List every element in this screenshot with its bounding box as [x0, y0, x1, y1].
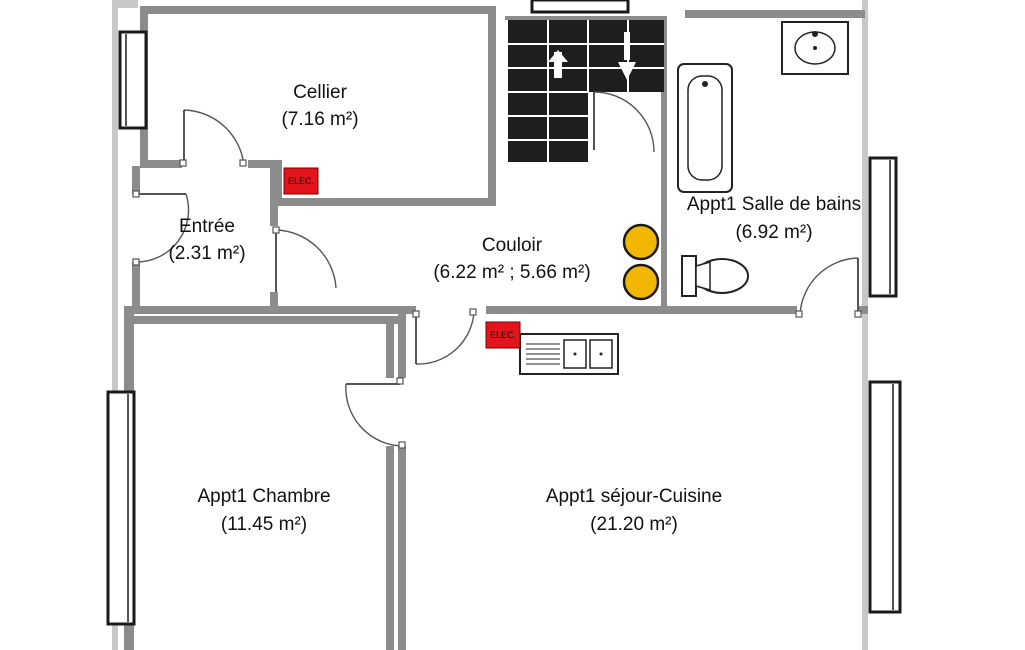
exterior-wall-left: [112, 0, 118, 650]
elec-panel-label: ELEC.: [490, 330, 516, 340]
room-name-sejour-cuisine: Appt1 séjour-Cuisine: [546, 486, 722, 507]
room-area-cellier: (7.16 m²): [281, 109, 358, 130]
wall-entree-right-lower: [270, 292, 278, 308]
wall-bath-bottom: [667, 306, 797, 314]
wall-chambre-right-lower: [386, 446, 394, 650]
room-area-sejour-cuisine: (21.20 m²): [590, 514, 678, 535]
door-entree-couloir[interactable]: [272, 226, 337, 292]
window-bathroom: [868, 156, 898, 298]
room-area-couloir: (6.22 m² ; 5.66 m²): [433, 262, 590, 283]
wall-top-cellier: [140, 6, 492, 14]
window-sejour: [868, 380, 902, 614]
stair-door[interactable]: [593, 91, 655, 153]
wall-cellier-bottom-left: [140, 160, 182, 168]
room-name-entree: Entrée: [179, 216, 235, 237]
wall-stair-right: [661, 16, 667, 314]
wall-bath-top: [685, 10, 865, 18]
wall-cellier-right: [488, 6, 496, 206]
room-area-salle-de-bains: (6.92 m²): [735, 222, 812, 243]
toilet-icon: [681, 255, 749, 297]
water-tank-1: [622, 223, 660, 261]
sink-icon: [781, 21, 849, 75]
wall-cellier-bottom: [278, 198, 496, 206]
room-area-entree: (2.31 m²): [168, 243, 245, 264]
exterior-wall-right: [862, 0, 868, 650]
room-name-salle-de-bains: Appt1 Salle de bains: [687, 194, 861, 215]
wall-bath-bottom-right: [858, 306, 868, 314]
room-name-chambre: Appt1 Chambre: [197, 486, 330, 507]
kitchen-sink-icon: [519, 333, 619, 375]
water-tank-2: [622, 263, 660, 301]
wall-entree-left-lower: [132, 262, 140, 308]
wall-couloir-bottom-right: [486, 306, 667, 314]
exterior-wall-top-left: [118, 0, 138, 8]
wall-sejour-left-upper: [398, 312, 406, 378]
door-chambre[interactable]: [345, 377, 406, 449]
elec-panel-cellier: ELEC.: [283, 167, 319, 195]
wall-sejour-left-lower: [398, 446, 406, 650]
staircase: [508, 20, 664, 162]
wall-entree-left-upper: [132, 166, 140, 194]
wall-chambre-right-upper: [386, 316, 394, 378]
room-name-cellier: Cellier: [293, 82, 348, 103]
room-name-couloir: Couloir: [482, 235, 543, 256]
wall-couloir-bottom-left: [132, 306, 416, 314]
room-area-chambre: (11.45 m²): [221, 514, 307, 535]
wall-cellier-bottom-mid: [248, 160, 282, 168]
bathtub: [677, 63, 733, 193]
door-bathroom[interactable]: [795, 257, 862, 318]
door-sejour[interactable]: [412, 308, 477, 365]
window-cellier: [118, 30, 148, 130]
door-cellier[interactable]: [179, 109, 247, 167]
window-top: [530, 0, 630, 14]
elec-panel-couloir: ELEC.: [485, 321, 521, 349]
wall-stair-top: [505, 16, 665, 20]
wall-chambre-top: [132, 316, 402, 324]
door-entree-front[interactable]: [132, 190, 190, 266]
elec-panel-label: ELEC.: [288, 176, 314, 186]
window-chambre: [106, 390, 136, 626]
wall-entree-right-upper: [270, 166, 278, 226]
